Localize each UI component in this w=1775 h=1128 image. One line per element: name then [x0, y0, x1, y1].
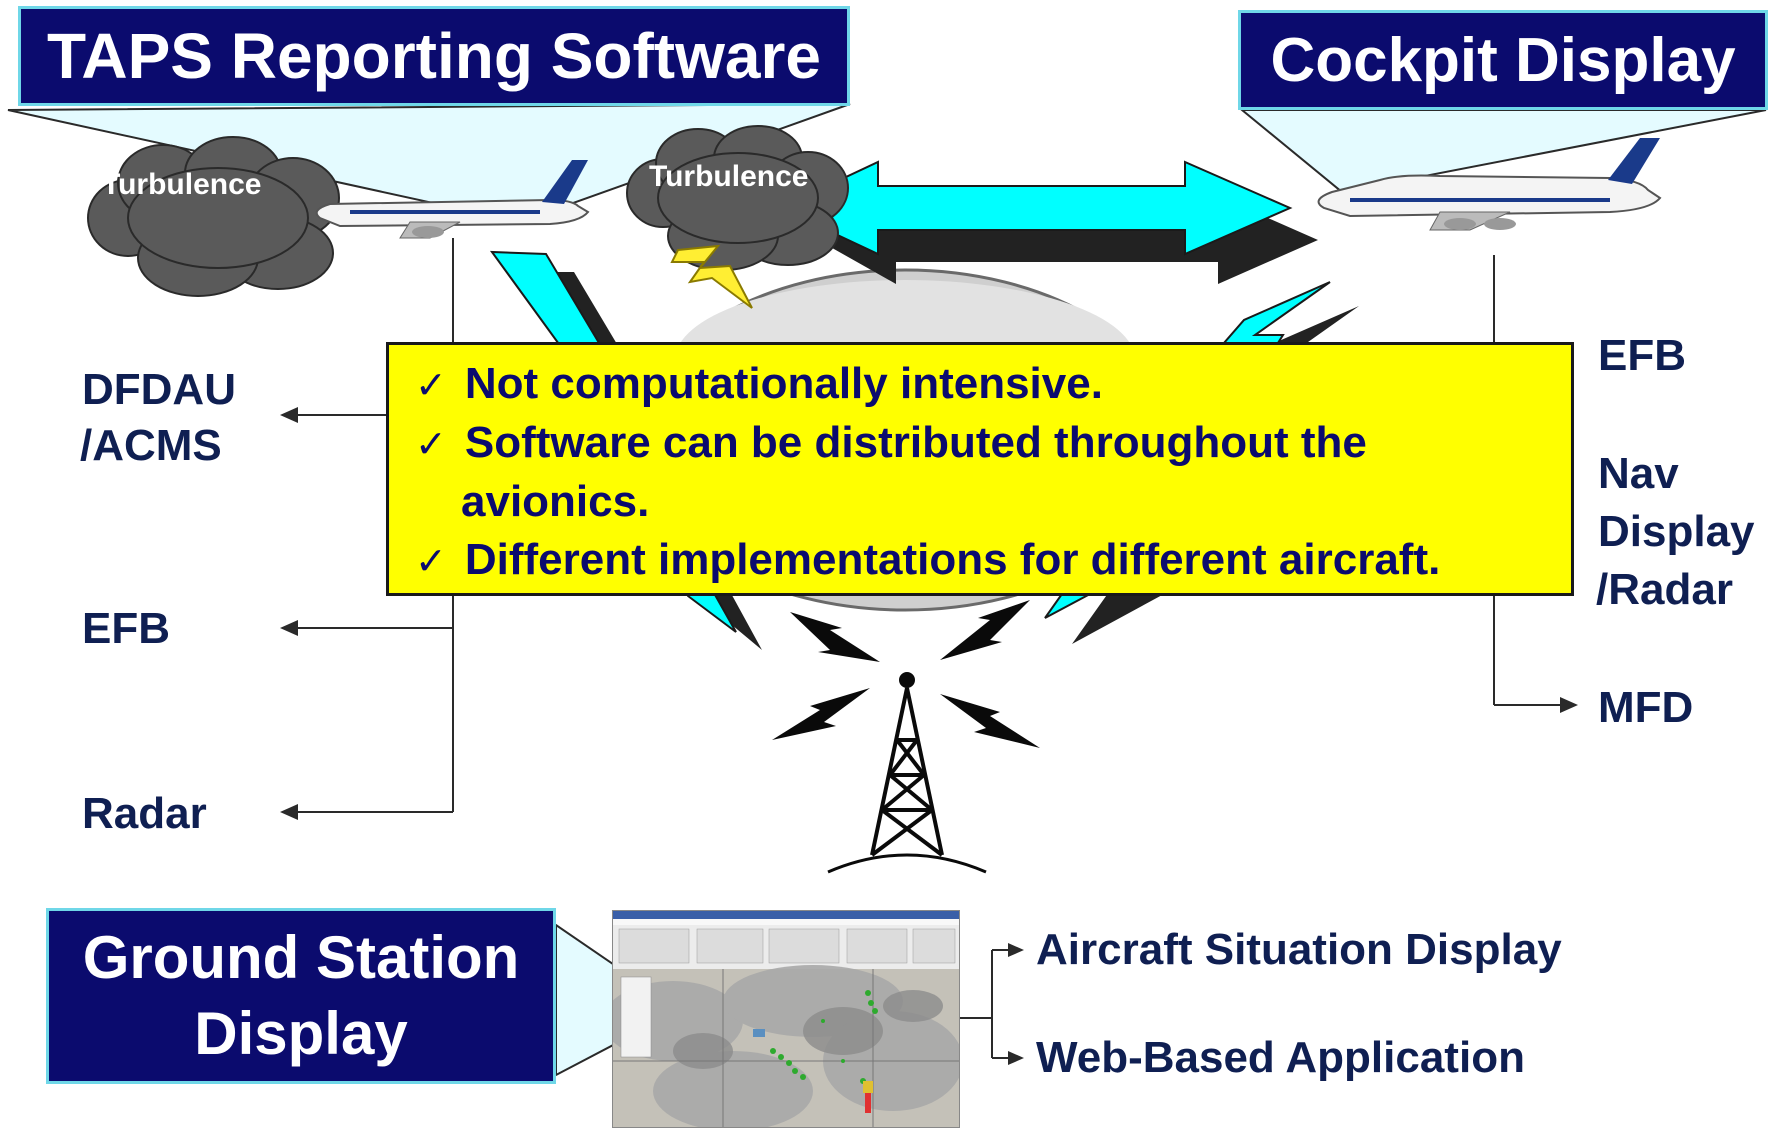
right-output-nav-line1: Nav	[1598, 449, 1679, 498]
benefit-item: ✓ Different implementations for different…	[415, 531, 1545, 590]
right-output-efb: EFB	[1598, 331, 1686, 380]
benefit-text-1: Not computationally intensive.	[464, 359, 1103, 408]
benefit-item-continued: avionics.	[415, 473, 1545, 531]
left-arrowheads	[280, 407, 298, 820]
ground-title-line2: Display	[194, 1000, 408, 1067]
right-arrowhead	[1560, 697, 1578, 713]
right-output-nav-line2: Display	[1598, 507, 1755, 556]
ground-title-line1: Ground Station	[82, 924, 520, 991]
check-icon: ✓	[415, 363, 447, 407]
cockpit-title: Cockpit Display	[1270, 25, 1736, 95]
left-output-radar: Radar	[82, 789, 207, 838]
benefit-text-3: Different implementations for different …	[464, 535, 1441, 584]
radio-tower-icon	[827, 672, 987, 874]
radio-wave-icon	[772, 600, 1040, 748]
benefits-callout: ✓ Not computationally intensive. ✓ Softwar…	[386, 342, 1574, 596]
right-output-mfd: MFD	[1598, 683, 1694, 732]
taps-title: TAPS Reporting Software	[47, 20, 821, 92]
cockpit-callout-wedge	[1239, 109, 1767, 194]
right-output-nav-line3: /Radar	[1596, 565, 1733, 614]
weather-map-image	[613, 911, 959, 1127]
cloud-label-left: Turbulence	[102, 168, 262, 201]
cockpit-title-box: Cockpit Display	[1238, 10, 1768, 110]
cloud-label-right: Turbulence	[649, 160, 809, 193]
ground-connector	[960, 949, 1010, 1059]
left-output-efb: EFB	[82, 604, 170, 653]
airplane-757-icon	[315, 160, 590, 239]
benefit-item: ✓ Not computationally intensive.	[415, 355, 1545, 414]
check-icon: ✓	[415, 539, 447, 583]
taps-title-box: TAPS Reporting Software	[18, 6, 850, 106]
check-icon: ✓	[415, 422, 447, 466]
lightning-icon	[670, 244, 753, 309]
benefit-item: ✓ Software can be distributed throughout …	[415, 414, 1545, 473]
airplane-747-icon	[1317, 138, 1662, 231]
left-output-acms: /ACMS	[80, 421, 222, 470]
double-arrow-icon	[777, 160, 1318, 284]
ground-output-web: Web-Based Application	[1036, 1033, 1525, 1082]
benefit-text-2: Software can be distributed throughout t…	[464, 418, 1367, 467]
ground-station-screenshot	[612, 910, 960, 1128]
ground-arrowheads	[1008, 943, 1024, 1065]
left-output-dfdau: DFDAU	[82, 365, 236, 414]
ground-title-box: Ground Station Display	[46, 908, 556, 1084]
cloud-icon	[626, 125, 849, 271]
ground-output-asd: Aircraft Situation Display	[1036, 925, 1562, 974]
cloud-icon	[87, 136, 340, 297]
benefit-text-2b: avionics.	[461, 477, 650, 526]
